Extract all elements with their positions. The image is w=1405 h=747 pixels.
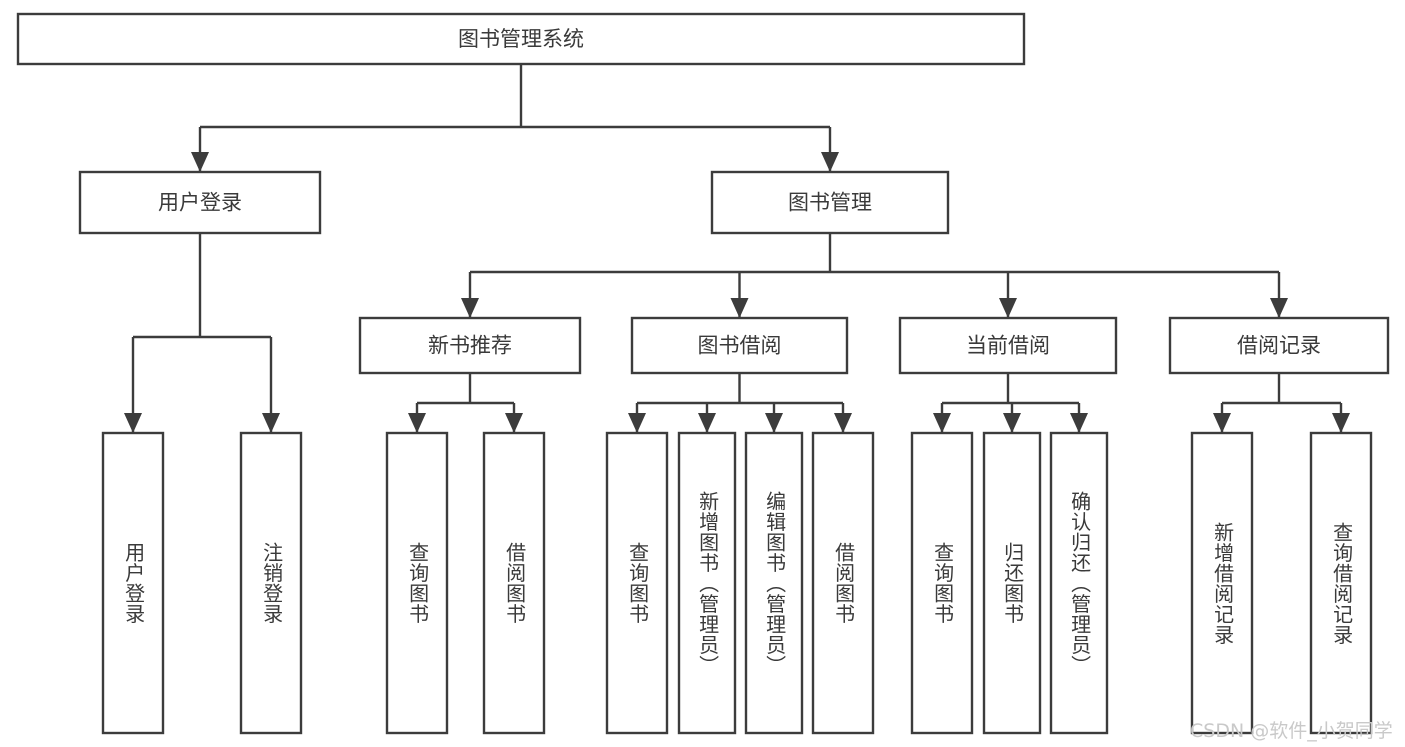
arrow-head-icon	[1213, 413, 1231, 433]
leaf-node-box[interactable]	[101, 431, 165, 735]
arrow-head-icon	[461, 298, 479, 318]
csdn-watermark: CSDN @软件_小贺同学	[1190, 720, 1393, 742]
level2-node-box[interactable]	[630, 316, 849, 375]
arrow-head-icon	[628, 413, 646, 433]
root-node-box[interactable]	[16, 12, 1026, 66]
arrow-head-icon	[821, 152, 839, 172]
arrow-head-icon	[408, 413, 426, 433]
arrow-head-icon	[1332, 413, 1350, 433]
box-layer	[16, 12, 1390, 735]
leaf-node-box[interactable]	[385, 431, 449, 735]
level1-node-label: 图书管理	[788, 191, 872, 215]
leaf-node-box[interactable]	[1049, 431, 1109, 735]
arrow-head-icon	[191, 152, 209, 172]
leaf-node-box[interactable]	[677, 431, 737, 735]
level2-node-box[interactable]	[1168, 316, 1390, 375]
arrow-head-icon	[1003, 413, 1021, 433]
leaf-node-box[interactable]	[982, 431, 1042, 735]
arrow-head-icon	[262, 413, 280, 433]
arrow-head-icon	[1070, 413, 1088, 433]
arrow-head-icon	[698, 413, 716, 433]
level2-node-label: 借阅记录	[1237, 334, 1321, 358]
arrow-head-icon	[765, 413, 783, 433]
level1-node-box[interactable]	[710, 170, 950, 235]
arrow-head-icon	[834, 413, 852, 433]
connector-layer	[124, 64, 1350, 433]
arrow-head-icon	[1270, 298, 1288, 318]
arrow-head-icon	[999, 298, 1017, 318]
leaf-node-box[interactable]	[605, 431, 669, 735]
level2-node-box[interactable]	[358, 316, 582, 375]
leaf-node-box[interactable]	[482, 431, 546, 735]
root-node-label: 图书管理系统	[458, 27, 584, 51]
level1-node-label: 用户登录	[158, 191, 242, 215]
leaf-node-box[interactable]	[239, 431, 303, 735]
leaf-node-box[interactable]	[1309, 431, 1373, 735]
leaf-node-box[interactable]	[910, 431, 974, 735]
arrow-head-icon	[730, 298, 749, 318]
level2-node-label: 图书借阅	[698, 334, 782, 358]
leaf-node-box[interactable]	[744, 431, 804, 735]
level2-node-label: 当前借阅	[966, 334, 1050, 358]
leaf-node-box[interactable]	[1190, 431, 1254, 735]
arrow-head-icon	[505, 413, 523, 433]
arrow-head-icon	[933, 413, 951, 433]
level2-node-label: 新书推荐	[428, 334, 512, 358]
leaf-node-box[interactable]	[811, 431, 875, 735]
level1-node-box[interactable]	[78, 170, 322, 235]
level2-node-box[interactable]	[898, 316, 1118, 375]
arrow-head-icon	[124, 413, 142, 433]
